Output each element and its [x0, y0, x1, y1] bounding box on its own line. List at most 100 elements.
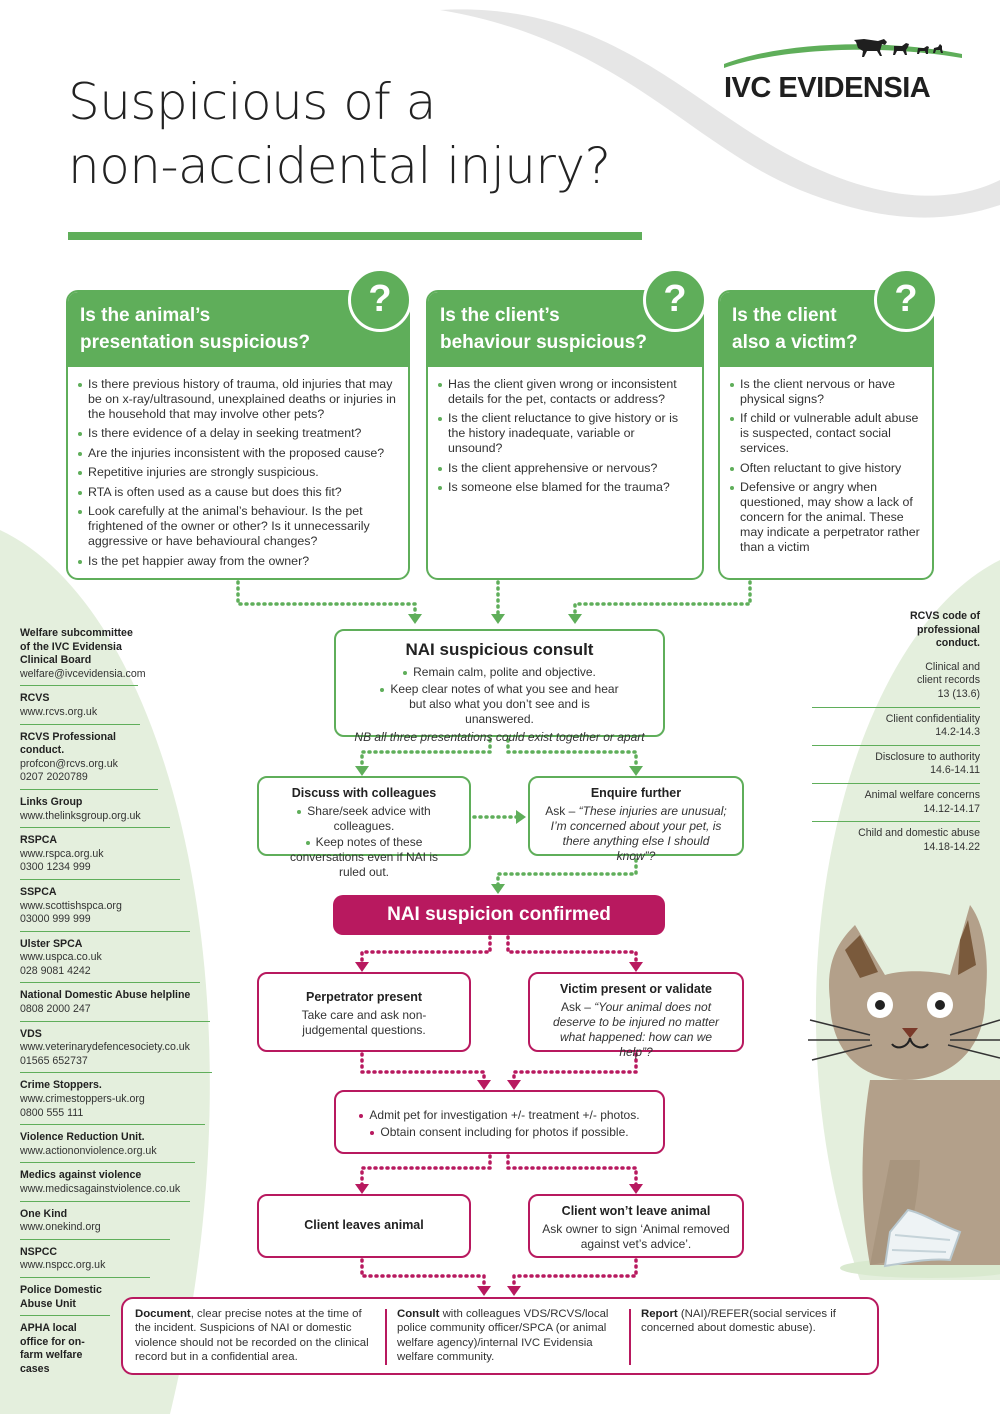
- client-wont-leave-box: Client won’t leave animal Ask owner to s…: [528, 1194, 744, 1258]
- list-item: Remain calm, polite and objective.: [346, 665, 653, 680]
- consult-box: NAI suspicious consult Remain calm, poli…: [334, 629, 665, 744]
- list-item: Admit pet for investigation +/- treatmen…: [346, 1108, 653, 1123]
- connector-admit-wont: [506, 1154, 638, 1188]
- client-wont-title: Client won’t leave animal: [561, 1204, 711, 1218]
- list-item: Share/seek advice with colleagues.: [267, 804, 461, 834]
- discuss-list: Share/seek advice with colleagues. Keep …: [267, 804, 461, 880]
- connector-consult-enquire: [506, 738, 638, 770]
- enquire-text: Ask – “These injuries are unusual; I’m c…: [545, 804, 727, 863]
- list-item: Is the pet happier away from the owner?: [78, 554, 398, 569]
- list-item: Is someone else blamed for the trauma?: [438, 480, 692, 495]
- connector-consult-discuss: [360, 738, 492, 770]
- consult-title: NAI suspicious consult: [405, 640, 594, 659]
- connector-perp-admit: [360, 1052, 486, 1084]
- victim-text: Ask – “Your animal does not deserve to b…: [552, 1000, 720, 1059]
- consult-note: NB all three presentations could exist t…: [354, 730, 645, 744]
- panel-client-behaviour: Is the client’s behaviour suspicious? Ha…: [426, 290, 704, 580]
- title-underline: [68, 232, 642, 240]
- victim-title: Victim present or validate: [560, 982, 712, 996]
- ivc-evidensia-logo: IVC EVIDENSIA: [722, 36, 967, 116]
- contact-item: Ulster SPCA www.uspca.co.uk 028 9081 424…: [20, 936, 200, 984]
- list-item: Keep clear notes of what you see and hea…: [346, 680, 653, 727]
- panel-heading-line-1: Is the client’s: [440, 305, 560, 326]
- client-leaves-title: Client leaves animal: [304, 1218, 424, 1232]
- question-mark-icon: ?: [348, 268, 412, 332]
- panel-heading-line-2: also a victim?: [732, 332, 858, 353]
- panel-heading-line-1: Is the client: [732, 305, 837, 326]
- victim-box: Victim present or validate Ask – “Your a…: [528, 972, 744, 1059]
- logo-wordmark: IVC EVIDENSIA: [724, 72, 931, 104]
- panel-animal-presentation: Is the animal’s presentation suspicious?…: [66, 290, 410, 580]
- contact-item: RSPCA www.rspca.org.uk 0300 1234 999: [20, 832, 180, 880]
- contact-item: APHA local office for on-farm welfare ca…: [20, 1322, 85, 1375]
- contact-item: RCVS www.rcvs.org.uk: [20, 690, 140, 725]
- list-item: RTA is often used as a cause but does th…: [78, 485, 398, 500]
- connector-confirmed-victim: [506, 935, 638, 966]
- list-item: Is the client reluctance to give history…: [438, 411, 692, 456]
- nai-confirmed-banner: NAI suspicion confirmed: [333, 895, 665, 935]
- contact-item: RCVS Professional conduct. profcon@rcvs.…: [20, 729, 158, 790]
- list-item: Often reluctant to give history: [730, 461, 922, 476]
- contact-item: NSPCC www.nspcc.org.uk: [20, 1244, 150, 1278]
- contact-item: Links Group www.thelinksgroup.org.uk: [20, 794, 170, 829]
- discuss-box: Discuss with colleagues Share/seek advic…: [257, 776, 471, 879]
- rcvs-item: Clinical and client records 13 (13.6): [812, 661, 980, 708]
- cat-illustration: [808, 905, 1000, 1278]
- list-item: Is there previous history of trauma, old…: [78, 377, 398, 422]
- title-line-2: non-accidental injury?: [68, 137, 611, 195]
- enquire-title: Enquire further: [590, 786, 682, 800]
- enquire-box: Enquire further Ask – “These injuries ar…: [528, 776, 744, 863]
- client-leaves-box: Client leaves animal: [257, 1194, 471, 1258]
- logo-swoosh-icon: [724, 39, 962, 68]
- rcvs-item: Client confidentiality 14.2-14.3: [812, 713, 980, 746]
- panel-list: Is the client nervous or have physical s…: [720, 367, 932, 567]
- contact-item: Violence Reduction Unit. www.actiononvio…: [20, 1129, 195, 1164]
- connector-leaves-bottom: [360, 1258, 486, 1290]
- perpetrator-title: Perpetrator present: [305, 990, 422, 1004]
- list-item: Are the injuries inconsistent with the p…: [78, 446, 398, 461]
- grey-swoosh: [440, 9, 1000, 218]
- arrowheads: [355, 614, 643, 1296]
- perpetrator-text: Take care and ask non-judgemental questi…: [301, 1008, 427, 1037]
- connectors: [236, 580, 752, 1290]
- bottom-actions-box: Document, clear precise notes at the tim…: [121, 1297, 879, 1375]
- list-item: Obtain consent including for photos if p…: [346, 1125, 653, 1140]
- list-item: Keep notes of these conversations even i…: [289, 835, 439, 879]
- question-mark-icon: ?: [874, 268, 938, 332]
- consult-column: Consult with colleagues VDS/RCVS/local p…: [397, 1308, 609, 1364]
- panel-list: Is there previous history of trauma, old…: [68, 367, 408, 581]
- connector-wont-bottom: [512, 1258, 638, 1290]
- contact-item: Medics against violence www.medicsagains…: [20, 1167, 190, 1202]
- connector-enquire-confirmed: [496, 858, 638, 888]
- title-line-1: Suspicious of a: [68, 73, 436, 131]
- report-column: Report (NAI)/REFER(social services if co…: [641, 1308, 836, 1335]
- contact-item: One Kind www.onekind.org: [20, 1206, 170, 1240]
- admit-box: Admit pet for investigation +/- treatmen…: [334, 1090, 665, 1154]
- list-item: Repetitive injuries are strongly suspici…: [78, 465, 398, 480]
- consult-list: Remain calm, polite and objective. Keep …: [346, 665, 653, 727]
- contact-item: National Domestic Abuse helpline 0808 20…: [20, 987, 210, 1022]
- rcvs-code-list: RCVS code of professional conduct. Clini…: [812, 610, 980, 864]
- panel-client-victim: Is the client also a victim? Is the clie…: [718, 290, 934, 580]
- admit-list: Admit pet for investigation +/- treatmen…: [346, 1108, 653, 1140]
- left-bg-shape: [0, 530, 210, 1414]
- panel-heading-line-1: Is the animal’s: [80, 305, 211, 326]
- list-item: Defensive or angry when questioned, may …: [730, 480, 922, 555]
- panel-heading-line-2: presentation suspicious?: [80, 332, 311, 353]
- client-wont-text: Ask owner to sign ‘Animal removed agains…: [542, 1222, 730, 1251]
- panel-heading-line-2: behaviour suspicious?: [440, 332, 647, 353]
- contact-item: Welfare subcommittee of the IVC Evidensi…: [20, 625, 146, 687]
- contacts-list: Welfare subcommittee of the IVC Evidensi…: [20, 625, 215, 1385]
- column-divider: [385, 1309, 387, 1365]
- contact-item: Crime Stoppers. www.crimestoppers-uk.org…: [20, 1077, 205, 1126]
- list-item: Has the client given wrong or inconsiste…: [438, 377, 692, 407]
- connector-victim-admit: [512, 1052, 638, 1084]
- discuss-title: Discuss with colleagues: [291, 786, 437, 800]
- question-mark-icon: ?: [643, 268, 707, 332]
- rcvs-heading: RCVS code of professional conduct.: [909, 610, 980, 650]
- perpetrator-box: Perpetrator present Take care and ask no…: [257, 972, 471, 1052]
- connector-confirmed-perp: [360, 935, 492, 966]
- list-item: Is there evidence of a delay in seeking …: [78, 426, 398, 441]
- list-item: Look carefully at the animal’s behaviour…: [78, 504, 398, 549]
- panel-list: Has the client given wrong or inconsiste…: [428, 367, 702, 508]
